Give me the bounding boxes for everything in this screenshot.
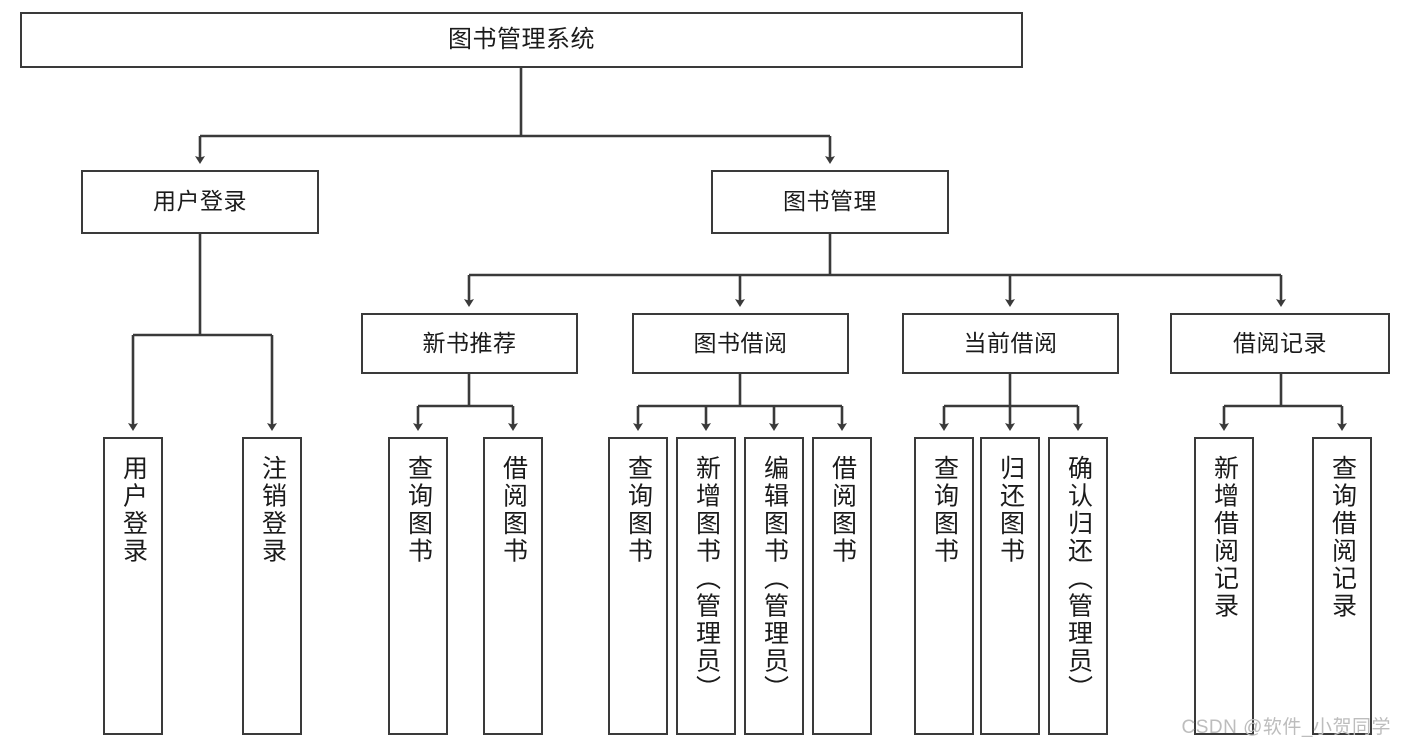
leaf-text-wrap: 借阅图书 bbox=[814, 449, 870, 733]
leaf-borrow-edit-book[interactable]: 编辑图书（管理员） bbox=[744, 437, 804, 735]
leaf-label: 确认归还（管理员） bbox=[1064, 455, 1093, 703]
leaf-text-wrap: 归还图书 bbox=[982, 449, 1038, 733]
leaf-label: 新增图书（管理员） bbox=[692, 455, 721, 703]
leaf-label: 查询图书 bbox=[624, 455, 653, 565]
node-user-login[interactable]: 用户登录 bbox=[81, 170, 319, 234]
leaf-text-wrap: 借阅图书 bbox=[485, 449, 541, 733]
leaf-borrow-add-book[interactable]: 新增图书（管理员） bbox=[676, 437, 736, 735]
leaf-record-add-record[interactable]: 新增借阅记录 bbox=[1194, 437, 1254, 735]
leaf-user-login-login[interactable]: 用户登录 bbox=[103, 437, 163, 735]
leaf-text-wrap: 查询图书 bbox=[916, 449, 972, 733]
leaf-current-confirm-return[interactable]: 确认归还（管理员） bbox=[1048, 437, 1108, 735]
leaf-label: 查询图书 bbox=[404, 455, 433, 565]
leaf-text-wrap: 编辑图书（管理员） bbox=[746, 449, 802, 733]
node-borrow-record[interactable]: 借阅记录 bbox=[1170, 313, 1390, 374]
leaf-borrow-query-book[interactable]: 查询图书 bbox=[608, 437, 668, 735]
leaf-text-wrap: 用户登录 bbox=[105, 449, 161, 733]
leaf-label: 借阅图书 bbox=[828, 455, 857, 565]
leaf-recommend-query-book[interactable]: 查询图书 bbox=[388, 437, 448, 735]
leaf-label: 借阅图书 bbox=[499, 455, 528, 565]
leaf-user-login-logout[interactable]: 注销登录 bbox=[242, 437, 302, 735]
leaf-text-wrap: 确认归还（管理员） bbox=[1050, 449, 1106, 733]
leaf-current-query-book[interactable]: 查询图书 bbox=[914, 437, 974, 735]
leaf-text-wrap: 查询图书 bbox=[390, 449, 446, 733]
leaf-text-wrap: 新增图书（管理员） bbox=[678, 449, 734, 733]
node-book-management[interactable]: 图书管理 bbox=[711, 170, 949, 234]
node-current-borrow[interactable]: 当前借阅 bbox=[902, 313, 1119, 374]
leaf-recommend-borrow-book[interactable]: 借阅图书 bbox=[483, 437, 543, 735]
node-root-system[interactable]: 图书管理系统 bbox=[20, 12, 1023, 68]
leaf-label: 归还图书 bbox=[996, 455, 1025, 565]
leaf-label: 查询借阅记录 bbox=[1328, 455, 1357, 620]
leaf-label: 新增借阅记录 bbox=[1210, 455, 1239, 620]
leaf-text-wrap: 新增借阅记录 bbox=[1196, 449, 1252, 733]
leaf-text-wrap: 查询借阅记录 bbox=[1314, 449, 1370, 733]
leaf-record-query-record[interactable]: 查询借阅记录 bbox=[1312, 437, 1372, 735]
leaf-label: 查询图书 bbox=[930, 455, 959, 565]
csdn-watermark: CSDN @软件_小贺同学 bbox=[1181, 717, 1391, 738]
leaf-label: 注销登录 bbox=[258, 455, 287, 565]
leaf-label: 编辑图书（管理员） bbox=[760, 455, 789, 703]
leaf-text-wrap: 查询图书 bbox=[610, 449, 666, 733]
leaf-text-wrap: 注销登录 bbox=[244, 449, 300, 733]
leaf-label: 用户登录 bbox=[119, 455, 148, 565]
node-book-borrow[interactable]: 图书借阅 bbox=[632, 313, 849, 374]
leaf-borrow-borrow-book[interactable]: 借阅图书 bbox=[812, 437, 872, 735]
node-new-book-recommend[interactable]: 新书推荐 bbox=[361, 313, 578, 374]
leaf-current-return-book[interactable]: 归还图书 bbox=[980, 437, 1040, 735]
